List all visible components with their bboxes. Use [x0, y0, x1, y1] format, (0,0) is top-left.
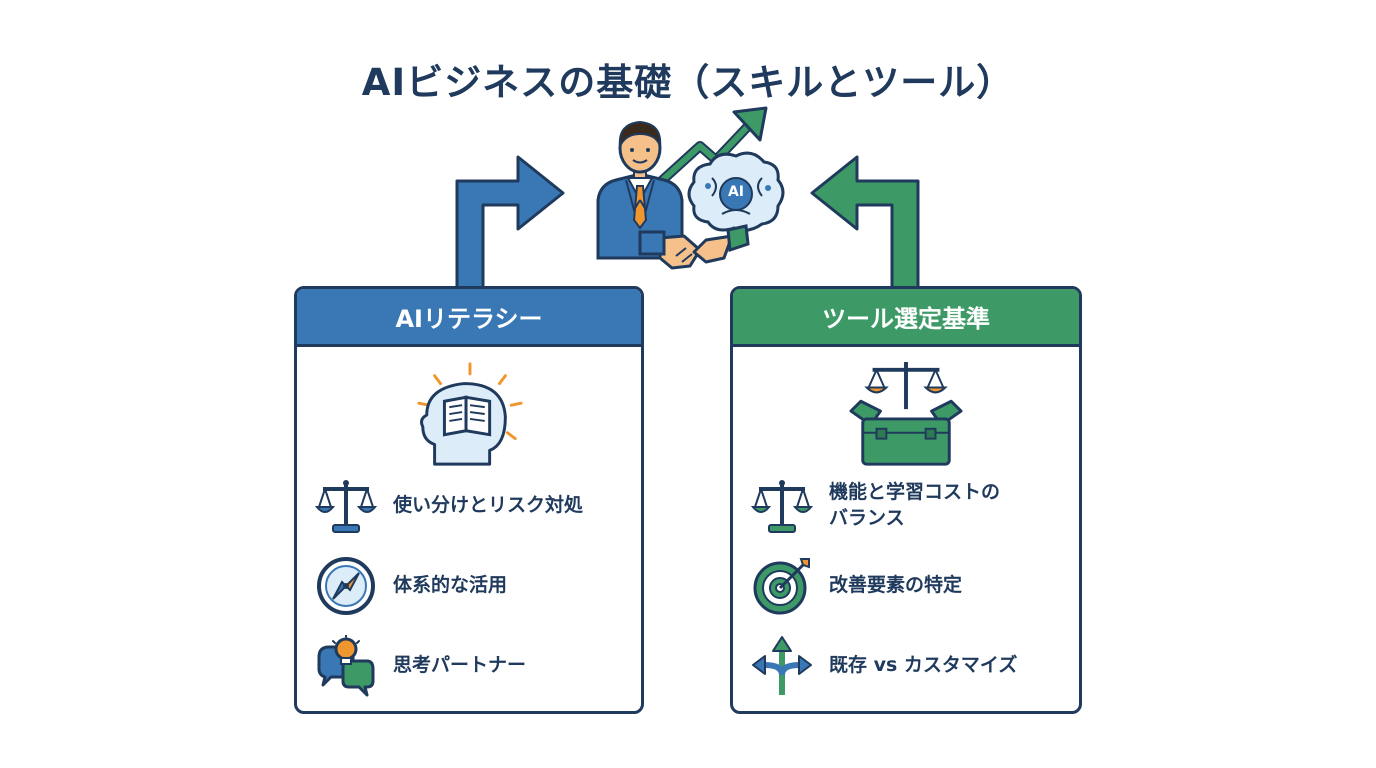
ai-brain-badge: AI	[727, 184, 745, 200]
list-item: 改善要素の特定	[751, 555, 1069, 617]
item-label: 既存 vs カスタマイズ	[829, 654, 1018, 677]
list-item: 思考パートナー	[315, 635, 631, 697]
scales-icon	[751, 480, 813, 533]
blue-flow-arrow	[455, 155, 565, 294]
list-item: 機能と学習コストの バランス	[751, 475, 1069, 537]
ai-literacy-card-header: AIリテラシー	[297, 289, 641, 347]
list-item: 使い分けとリスク対処	[315, 475, 631, 537]
compass-icon	[317, 557, 375, 615]
branch-arrows-icon	[752, 636, 812, 695]
head-book-icon	[417, 362, 523, 466]
page-title: AIビジネスの基礎（スキルとツール）	[361, 61, 1015, 104]
item-label: 機能と学習コストの バランス	[829, 481, 1001, 529]
idea-chat-icon	[317, 635, 375, 697]
item-label: 体系的な活用	[393, 574, 508, 597]
handshake-icon	[638, 224, 750, 270]
item-label: 改善要素の特定	[829, 574, 963, 597]
tool-selection-card: ツール選定基準 機能と学習コストの バラ	[730, 286, 1082, 714]
toolbox-scales-icon	[849, 361, 963, 466]
list-item: 体系的な活用	[315, 555, 631, 617]
green-flow-arrow	[810, 155, 920, 294]
list-item: 既存 vs カスタマイズ	[751, 635, 1069, 697]
ai-brain-icon	[687, 151, 785, 244]
ai-literacy-card: AIリテラシー 使い分けとリ	[294, 286, 644, 714]
tool-selection-card-header: ツール選定基準	[733, 289, 1079, 347]
growth-arrow-icon	[652, 106, 768, 190]
scales-icon	[315, 480, 377, 533]
target-icon	[753, 558, 810, 615]
item-label: 使い分けとリスク対処	[393, 494, 584, 517]
item-label: 思考パートナー	[393, 654, 527, 677]
